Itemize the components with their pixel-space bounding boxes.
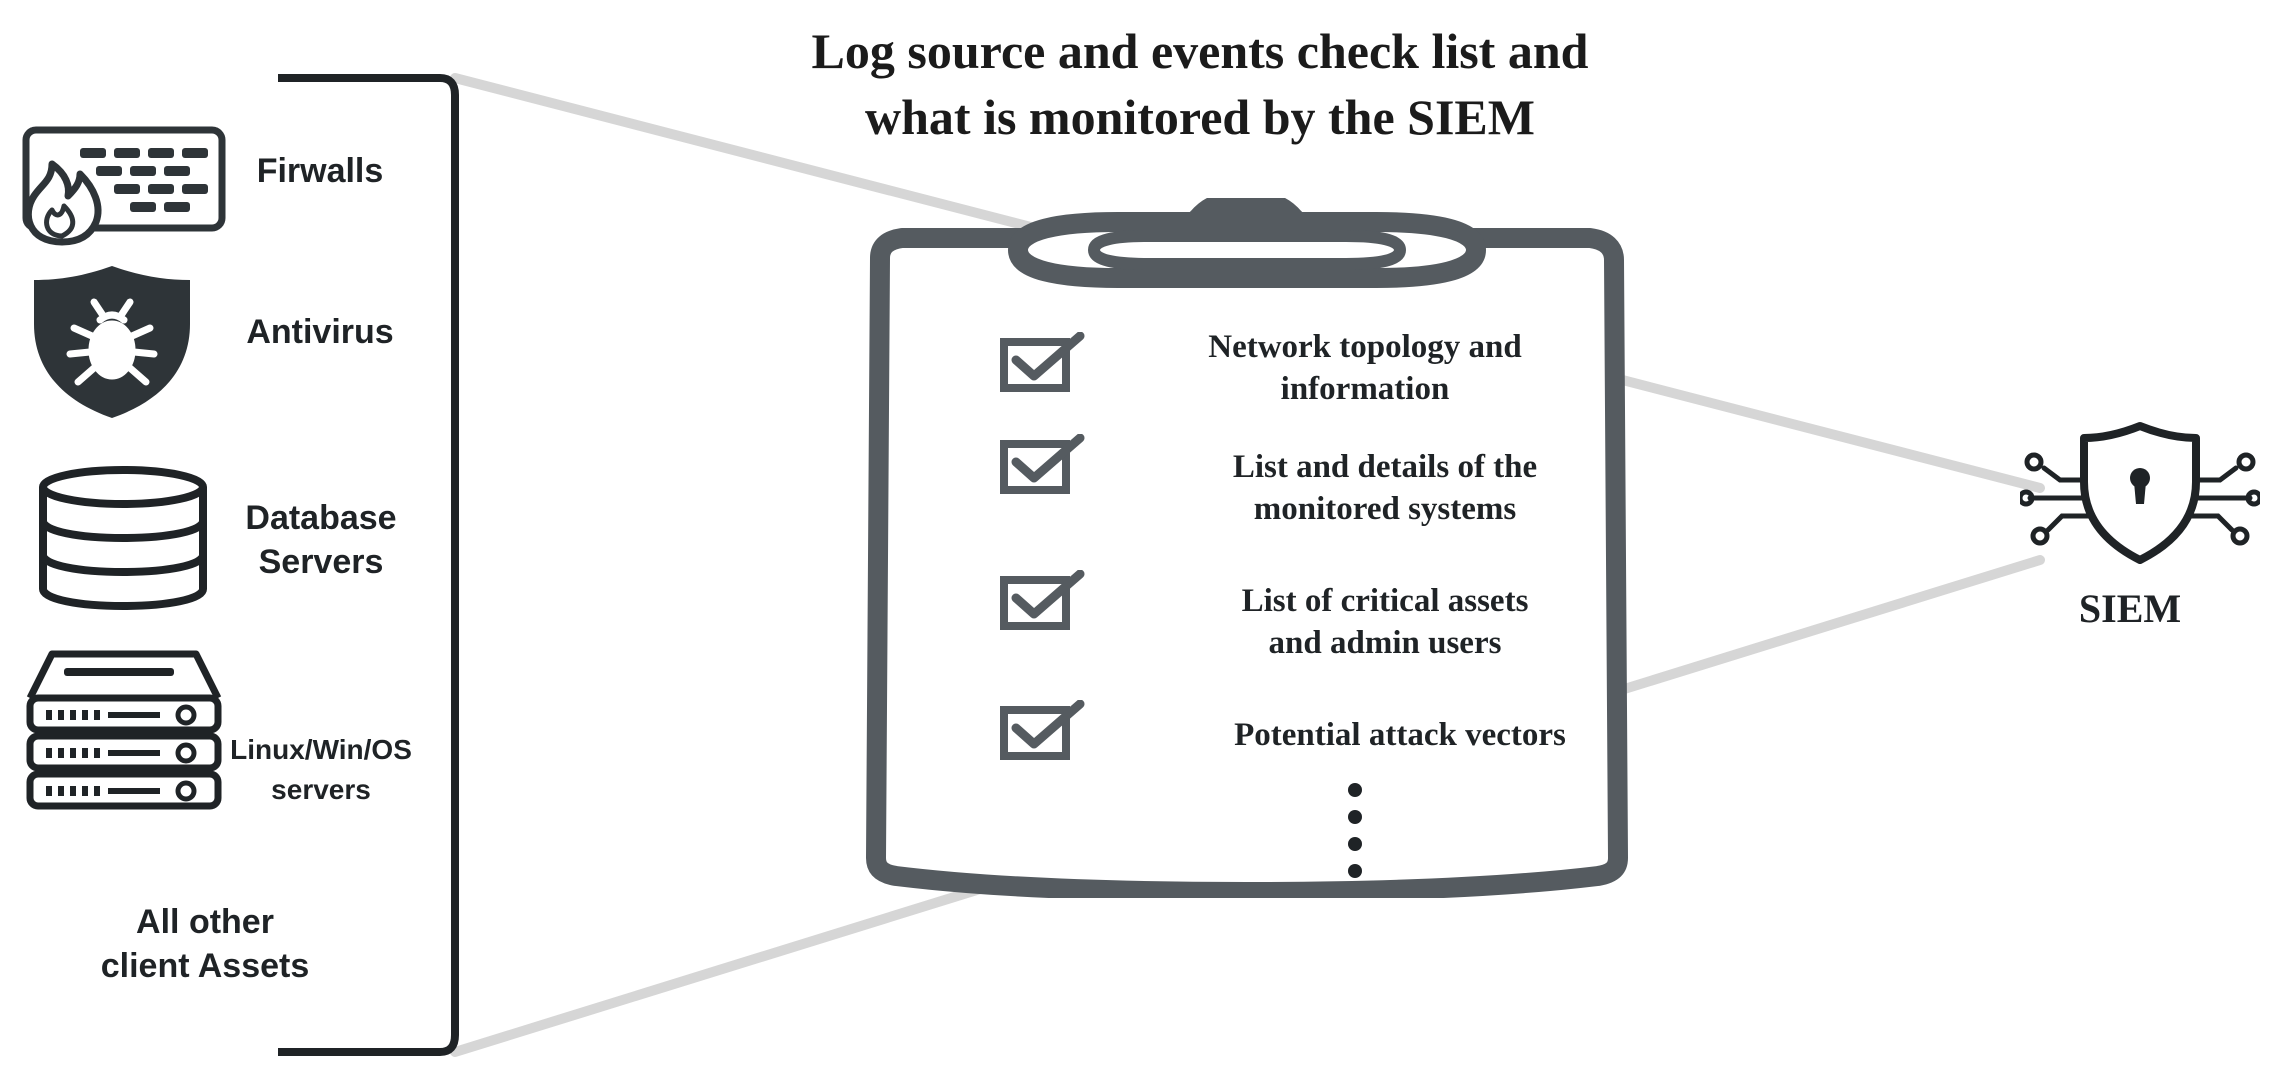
source-label-firewalls: Firwalls: [256, 152, 384, 190]
checkbox-checked-icon: [1000, 434, 1085, 494]
checklist-item-4-line-1: Potential attack vectors: [1234, 717, 1566, 753]
server-rack-icon: [26, 650, 222, 810]
antivirus-shield-icon: [34, 266, 190, 418]
checklist-item-network-topology: Network topology and information: [1140, 326, 1590, 410]
checklist-item-monitored-systems: List and details of the monitored system…: [1160, 446, 1610, 530]
checkbox-checked-icon: [1000, 700, 1085, 760]
checklist-item-attack-vectors: Potential attack vectors: [1160, 714, 1640, 756]
servers-label-line-2: servers: [271, 774, 371, 805]
database-label-line-1: Database: [245, 499, 397, 537]
source-label-database: Database Servers: [232, 496, 410, 584]
checklist-item-3-line-2: and admin users: [1268, 625, 1502, 661]
other-assets-line-1: All other: [136, 903, 274, 941]
checkbox-checked-icon: [1000, 332, 1085, 392]
diagram-title: Log source and events check list and wha…: [640, 18, 1760, 150]
checklist-item-1-line-2: information: [1280, 371, 1450, 407]
title-line-2: what is monitored by the SIEM: [865, 89, 1535, 145]
siem-label: SIEM: [2078, 586, 2182, 631]
firewall-icon: [22, 126, 226, 246]
servers-label-line-1: Linux/Win/OS: [230, 734, 412, 765]
siem-shield-lock-icon: [2020, 422, 2260, 564]
checklist-item-1-line-1: Network topology and: [1208, 329, 1522, 365]
source-label-other-assets: All other client Assets: [60, 900, 350, 988]
other-assets-line-2: client Assets: [100, 947, 310, 985]
database-label-line-2: Servers: [258, 543, 384, 581]
vertical-ellipsis-icon: [1348, 783, 1362, 878]
clipboard-icon: [866, 198, 1628, 898]
source-label-antivirus: Antivirus: [246, 313, 394, 351]
checklist-item-2-line-1: List and details of the: [1232, 449, 1538, 485]
checklist-item-3-line-1: List of critical assets: [1241, 583, 1529, 619]
database-icon: [39, 466, 207, 610]
source-bracket: [278, 74, 459, 1056]
title-line-1: Log source and events check list and: [811, 23, 1589, 79]
checklist-item-2-line-2: monitored systems: [1253, 491, 1517, 527]
checkbox-checked-icon: [1000, 570, 1085, 630]
source-label-servers: Linux/Win/OS servers: [226, 730, 416, 810]
checklist-item-critical-assets: List of critical assets and admin users: [1160, 580, 1610, 664]
